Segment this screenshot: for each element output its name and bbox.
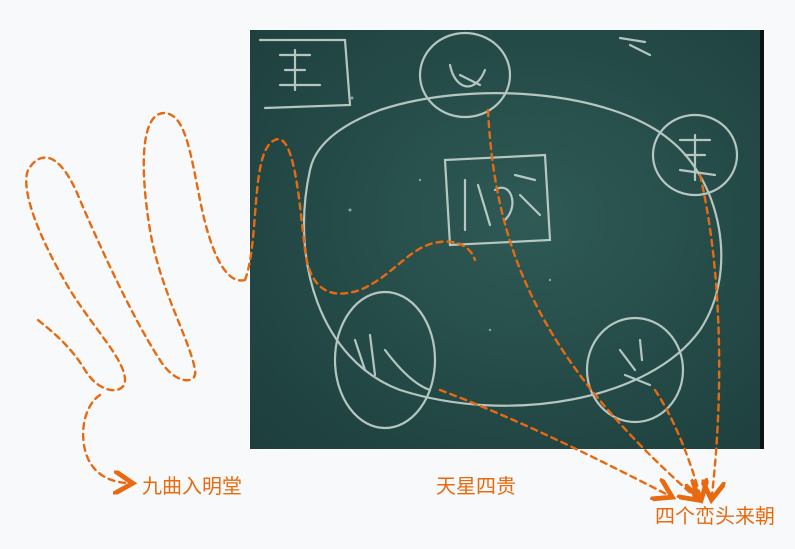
chalk-drawing — [258, 31, 739, 430]
chalk-box-fragment — [258, 38, 352, 110]
arrow-from-top-circle — [486, 108, 695, 497]
chalk-circle-top — [418, 31, 512, 119]
chalk-circle-bottom-right — [585, 316, 685, 424]
chalk-circle-right — [651, 113, 739, 197]
nine-bend-dashed-path — [25, 111, 477, 483]
arrow-from-right-circle — [698, 173, 719, 495]
four-peaks-label: 四个峦头来朝 — [655, 504, 775, 528]
four-stars-label: 天星四贵 — [436, 474, 516, 498]
board-frame-edge — [760, 30, 764, 449]
arrow-from-bottom-right-circle — [653, 388, 700, 495]
chalkboard-photo — [250, 30, 763, 449]
nine-bend-label: 九曲入明堂 — [142, 474, 242, 498]
chalk-center-box — [443, 153, 552, 247]
chalk-circle-bottom-left — [333, 290, 437, 430]
arrow-from-bottom-left-circle — [438, 388, 668, 495]
